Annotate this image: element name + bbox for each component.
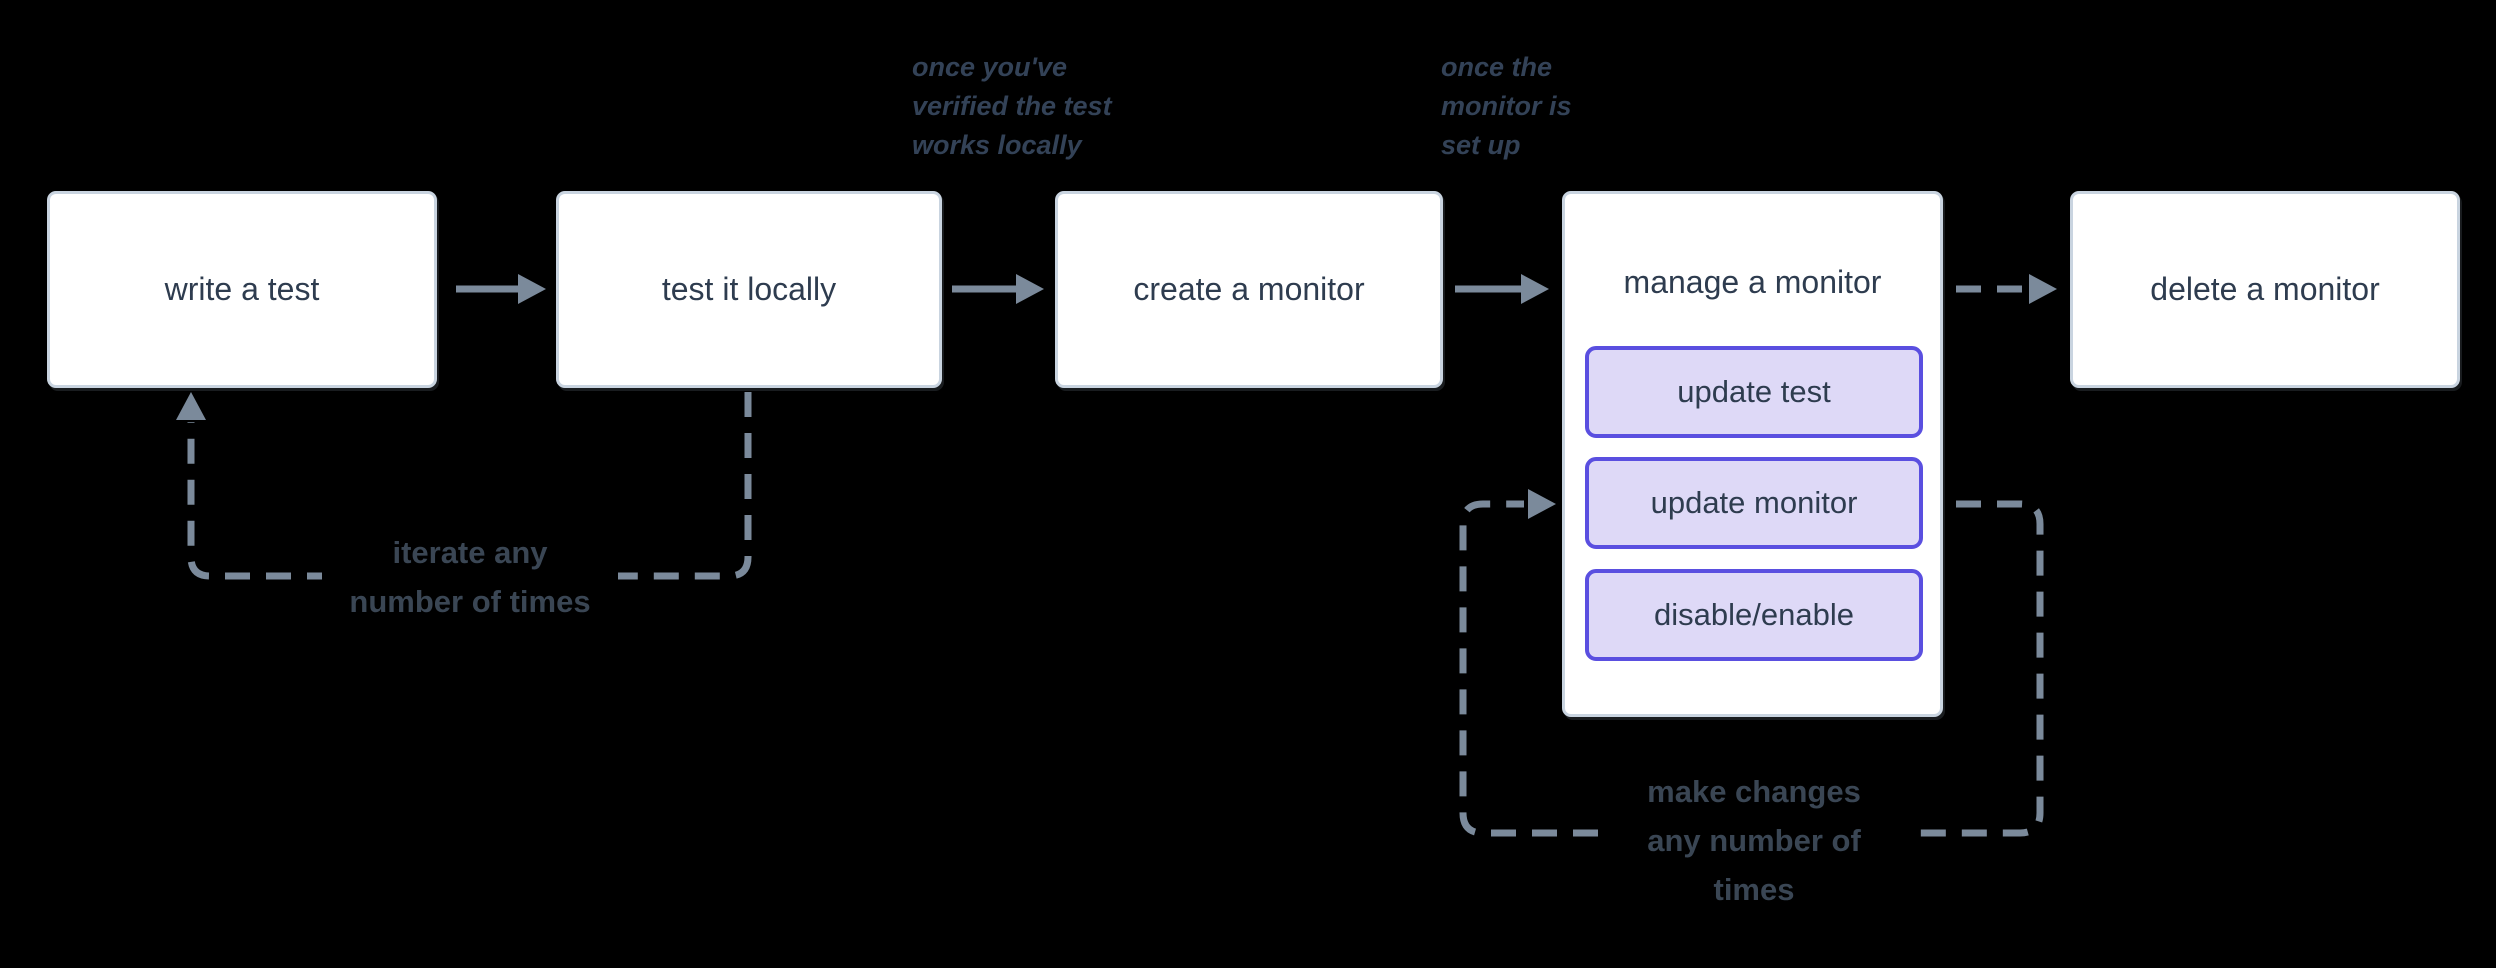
arrowhead-icon — [176, 392, 206, 420]
arrow-write-to-test — [456, 274, 546, 304]
loop-label-make-changes: make changes any number of times — [1600, 767, 1908, 914]
arrowhead-icon — [518, 274, 546, 304]
node-manage-a-monitor: manage a monitor update test update moni… — [1562, 191, 1943, 717]
arrowhead-icon — [1521, 274, 1549, 304]
loop-segment — [618, 392, 752, 580]
arrowhead-icon — [1016, 274, 1044, 304]
loop-label-iterate: iterate any number of times — [322, 528, 618, 626]
annotation-once-monitor-set-up: once the monitor is set up — [1441, 52, 1572, 160]
loop-segment — [187, 422, 332, 580]
subnode-update-test: update test — [1585, 346, 1923, 438]
arrow-manage-to-delete — [1956, 274, 2057, 304]
node-create-a-monitor: create a monitor — [1055, 191, 1443, 388]
node-test-it-locally: test it locally — [556, 191, 942, 388]
arrowhead-icon — [2029, 274, 2057, 304]
arrow-create-to-manage — [1455, 274, 1549, 304]
subnode-label: disable/enable — [1654, 597, 1854, 632]
subnode-update-monitor: update monitor — [1585, 457, 1923, 549]
loop-iterate-connector — [176, 392, 752, 580]
subnode-label: update test — [1677, 374, 1831, 409]
node-label: create a monitor — [1133, 271, 1365, 307]
annotation-once-verified: once you've verified the test works loca… — [912, 52, 1112, 160]
node-write-a-test: write a test — [47, 191, 437, 388]
arrow-test-to-create — [952, 274, 1044, 304]
subnode-disable-enable: disable/enable — [1585, 569, 1923, 661]
arrowhead-icon — [1528, 489, 1556, 519]
node-label: test it locally — [661, 271, 837, 307]
node-label: delete a monitor — [2150, 271, 2380, 307]
node-label: manage a monitor — [1623, 264, 1882, 300]
subnode-label: update monitor — [1650, 485, 1858, 520]
loop-segment — [1459, 500, 1598, 837]
node-label: write a test — [164, 271, 320, 307]
node-delete-a-monitor: delete a monitor — [2070, 191, 2460, 388]
loop-make-changes-connector — [1459, 489, 2044, 837]
